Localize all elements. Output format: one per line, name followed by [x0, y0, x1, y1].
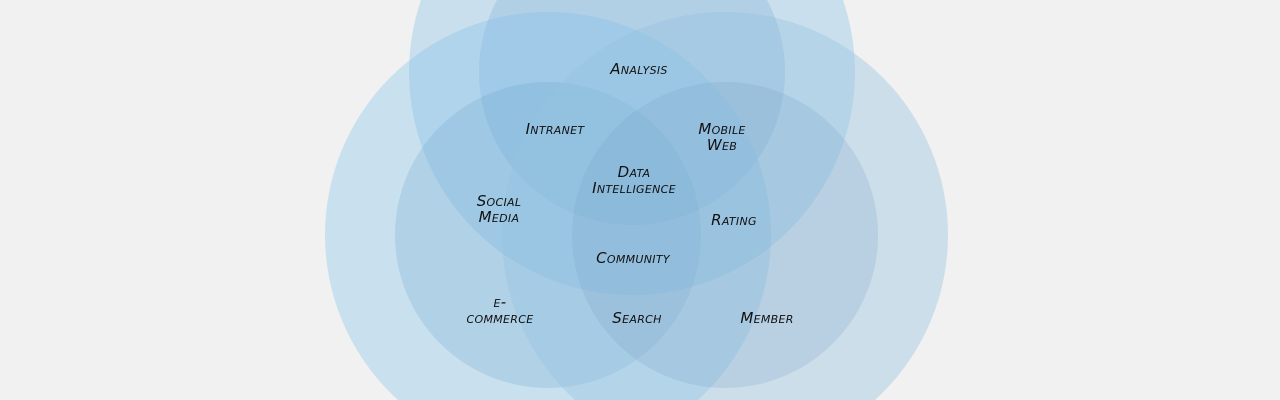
- left-outer-circle: [325, 12, 771, 400]
- label-social-media-line2: Media: [478, 208, 520, 226]
- label-data-intelligence-line2: Intelligence: [592, 179, 676, 197]
- label-ecommerce: e- commerce: [467, 294, 534, 326]
- top-inner-circle: [479, 0, 785, 225]
- label-rating: Rating: [711, 212, 757, 228]
- right-inner-circle: [572, 82, 878, 388]
- label-member-text: Member: [740, 309, 794, 327]
- label-rating-text: Rating: [711, 211, 757, 229]
- label-community: Community: [596, 250, 670, 266]
- label-mobile-web-line1: Mobile: [698, 120, 746, 138]
- label-search-text: Search: [612, 309, 662, 327]
- label-community-text: Community: [596, 249, 670, 267]
- label-ecommerce-line1: e-: [493, 293, 507, 311]
- label-mobile-web: Mobile Web: [698, 121, 745, 153]
- label-intranet-text: Intranet: [525, 120, 585, 138]
- label-member: Member: [740, 310, 793, 326]
- label-data-intelligence-line1: Data: [617, 163, 651, 181]
- label-analysis: Analysis: [610, 61, 667, 77]
- label-analysis-text: Analysis: [610, 60, 668, 78]
- label-search: Search: [612, 310, 661, 326]
- top-outer-circle: [409, 0, 855, 295]
- label-intranet: Intranet: [526, 121, 585, 137]
- label-ecommerce-line2: commerce: [466, 309, 534, 327]
- label-social-media-line1: Social: [476, 192, 522, 210]
- left-inner-circle: [395, 82, 701, 388]
- right-outer-circle: [502, 12, 948, 400]
- label-data-intelligence: Data Intelligence: [592, 164, 676, 196]
- label-mobile-web-line2: Web: [706, 136, 738, 154]
- label-social-media: Social Media: [477, 193, 522, 225]
